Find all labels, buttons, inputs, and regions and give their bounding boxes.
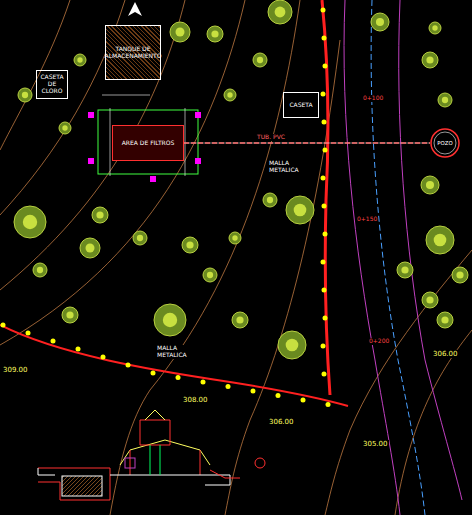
fence-label: MALLA METALICA xyxy=(156,345,190,359)
contour-elevation: 306.00 xyxy=(268,418,295,426)
contour-elevation: 306.00 xyxy=(432,350,459,358)
trees xyxy=(14,0,468,359)
node-label: TANQUE DE ALMACENAMIENTO xyxy=(105,46,162,60)
section-detail xyxy=(38,410,265,500)
control-house: CASETA xyxy=(283,92,319,118)
node-label: POZO xyxy=(437,140,452,146)
well-circle: POZO xyxy=(430,128,460,158)
site-features xyxy=(88,95,201,182)
fence xyxy=(0,0,348,407)
north-arrow xyxy=(128,2,142,16)
chainage-label: 0+200 xyxy=(368,338,390,345)
node-label: CASETA DE CLORO xyxy=(40,74,64,95)
contour-elevation: 305.00 xyxy=(362,440,389,448)
chainage-label: 0+150 xyxy=(356,216,378,223)
storage-tank: TANQUE DE ALMACENAMIENTO xyxy=(105,25,161,80)
edge-label: TUB. PVC xyxy=(256,134,286,141)
chainage-label: 0+100 xyxy=(362,95,384,102)
contour-elevation: 308.00 xyxy=(182,396,209,404)
road xyxy=(344,0,462,515)
filter-area: AREA DE FILTROS xyxy=(112,125,184,161)
node-label: AREA DE FILTROS xyxy=(122,140,175,147)
contour-elevation: 309.00 xyxy=(2,366,29,374)
fence-label: MALLA METALICA xyxy=(268,160,302,174)
pipe-line xyxy=(184,143,430,144)
node-label: CASETA xyxy=(289,102,312,109)
chlorine-house: CASETA DE CLORO xyxy=(36,70,68,99)
